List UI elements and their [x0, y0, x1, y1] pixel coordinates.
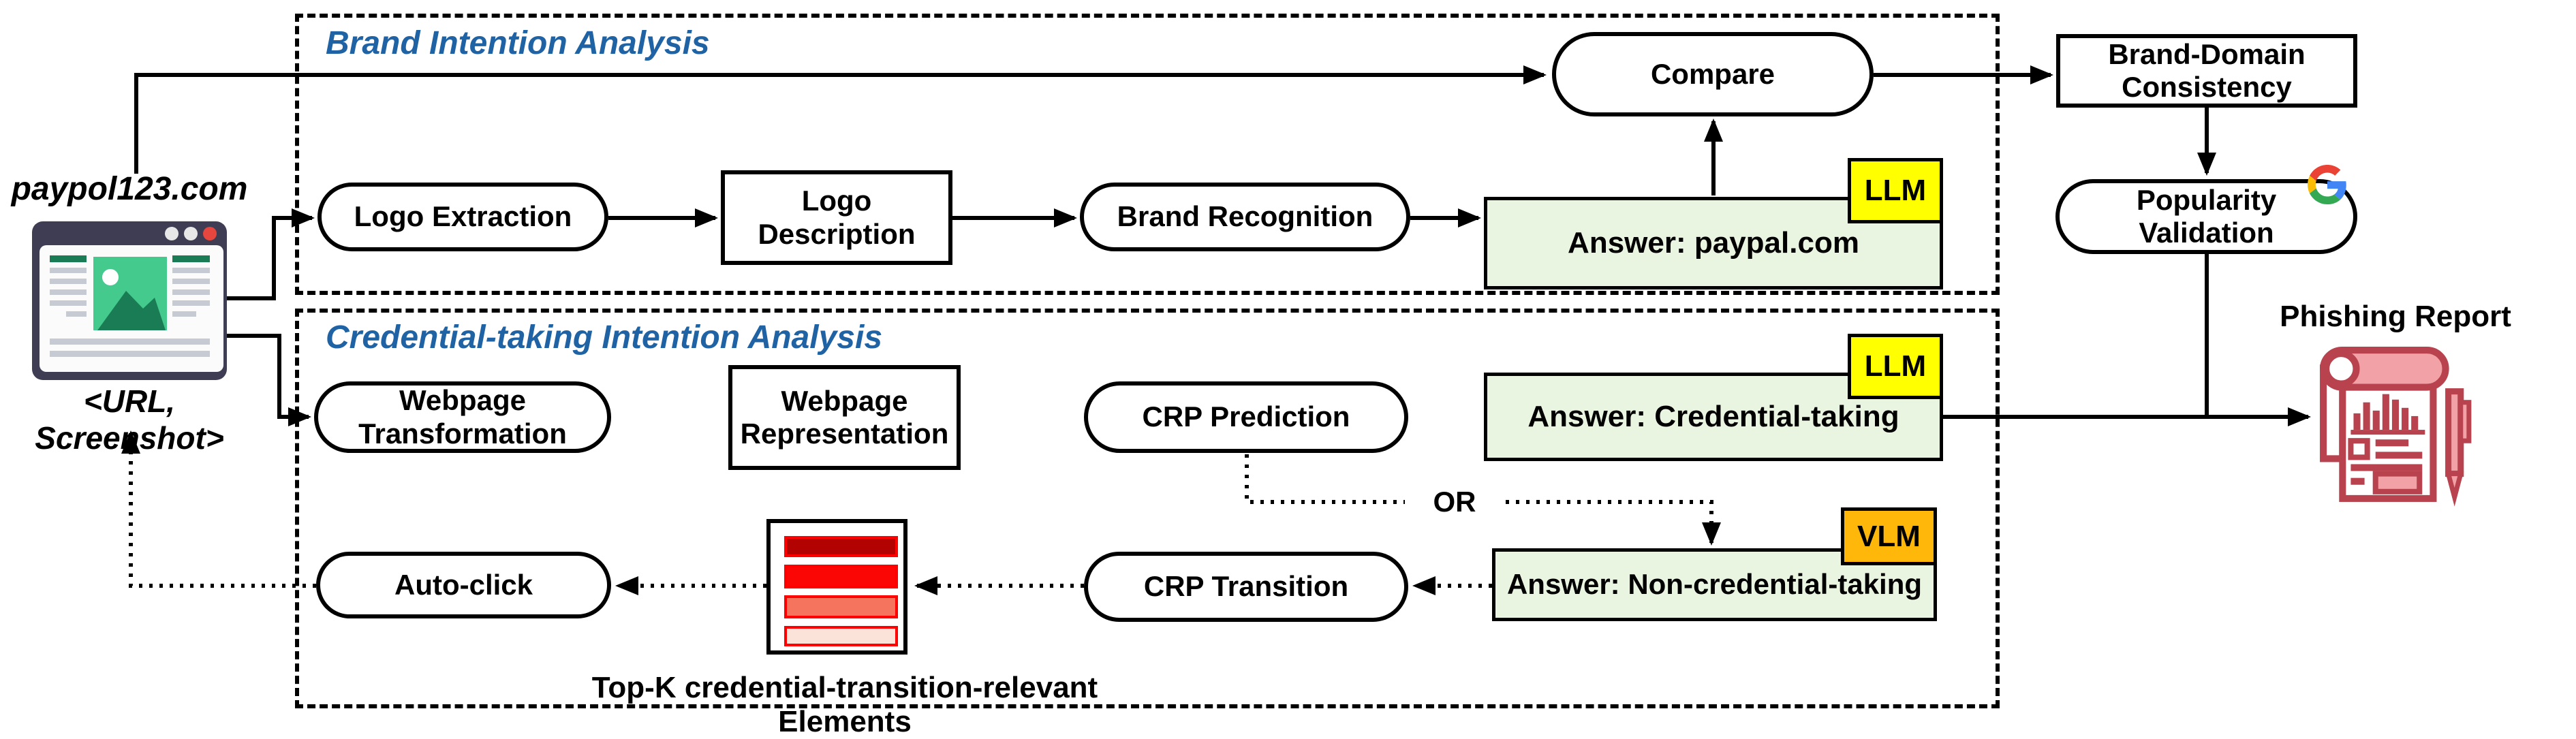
phishing-report-label: Phishing Report: [2280, 300, 2511, 333]
node-crp-transition: CRP Transition: [1084, 552, 1408, 622]
node-auto-click: Auto-click: [316, 552, 611, 618]
input-caption-label: <URL, Screenshot>: [35, 383, 224, 456]
badge-vlm: VLM: [1841, 507, 1937, 565]
node-brand-domain-consistency: Brand-Domain Consistency: [2056, 34, 2357, 108]
badge-llm-brand: LLM: [1848, 158, 1943, 223]
node-brand-recognition: Brand Recognition: [1080, 183, 1410, 251]
credential-intention-section: [295, 309, 2000, 708]
answer-non-credential-box: Answer: Non-credential-taking: [1492, 548, 1937, 621]
google-icon: [2308, 165, 2347, 204]
node-webpage-transformation: Webpage Transformation: [314, 381, 611, 453]
input-domain-label: paypol123.com: [11, 171, 248, 207]
node-compare: Compare: [1552, 32, 1874, 116]
credential-section-title: Credential-taking Intention Analysis: [326, 319, 883, 356]
badge-llm-credential: LLM: [1848, 334, 1943, 399]
browser-icon: [32, 221, 227, 380]
node-logo-description: Logo Description: [721, 170, 952, 265]
topk-elements-icon: [766, 519, 907, 655]
node-crp-prediction: CRP Prediction: [1084, 381, 1408, 453]
topk-label: Top-K credential-transition-relevant Ele…: [591, 671, 1098, 738]
node-popularity-validation: Popularity Validation: [2055, 179, 2357, 254]
node-webpage-representation: Webpage Representation: [728, 365, 961, 470]
brand-intention-section: [295, 14, 2000, 295]
or-label: OR: [1405, 482, 1504, 522]
brand-section-title: Brand Intention Analysis: [326, 25, 710, 61]
answer-credential-box: Answer: Credential-taking: [1484, 373, 1943, 461]
phishing-report-icon: [2315, 342, 2480, 507]
node-logo-extraction: Logo Extraction: [317, 183, 608, 251]
